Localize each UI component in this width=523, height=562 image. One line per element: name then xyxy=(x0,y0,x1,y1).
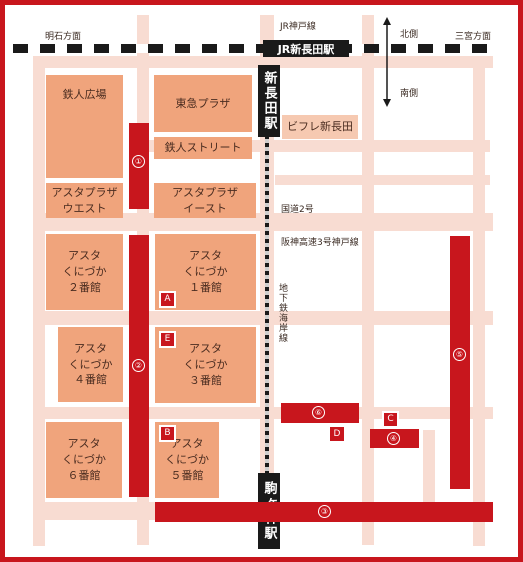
toyo-plaza: 東急プラザ xyxy=(154,75,252,132)
marker-a[interactable]: A xyxy=(159,291,176,308)
direction-sannomiya: 三宮方面 xyxy=(455,32,492,42)
direction-akashi: 明石方面 xyxy=(45,32,82,42)
subway-kaigan-line-label: 地下鉄海岸線 xyxy=(277,283,287,343)
direction-south: 南側 xyxy=(400,89,419,99)
parking-5-number: ⑤ xyxy=(453,348,466,361)
road-col-1 xyxy=(33,56,45,546)
tetsujin-hiroba: 鉄人広場 xyxy=(46,75,123,178)
marker-d[interactable]: D xyxy=(330,427,344,441)
subway-rail-line xyxy=(265,135,269,495)
parking-3-number: ③ xyxy=(318,505,331,518)
asta-kunizuka-4: アスタ くにづか ４番館 xyxy=(58,327,123,402)
asta-kunizuka-6: アスタ くにづか ６番館 xyxy=(46,422,122,498)
jr-kobe-line-label: JR神戸線 xyxy=(280,22,316,32)
asta-kunizuka-2: アスタ くにづか ２番館 xyxy=(46,234,123,310)
road-row-2 xyxy=(275,175,490,185)
road-col-4 xyxy=(362,15,374,545)
asta-plaza-east: アスタプラザ イースト xyxy=(154,183,256,218)
north-south-arrow-icon xyxy=(383,17,391,107)
marker-b[interactable]: B xyxy=(159,425,176,442)
bifure-shin-nagata: ビフレ新長田 xyxy=(282,115,358,139)
road-col-5 xyxy=(473,56,485,546)
parking-2-number: ② xyxy=(132,359,145,372)
jr-shin-nagata-station[interactable]: JR新長田駅 xyxy=(263,40,349,57)
parking-5[interactable] xyxy=(450,236,470,489)
direction-north: 北側 xyxy=(400,30,419,40)
parking-4-number: ④ xyxy=(387,432,400,445)
route2-label: 国道2号 xyxy=(281,205,314,215)
jr-rail-line xyxy=(13,44,495,53)
tetsujin-street: 鉄人ストリート xyxy=(154,137,252,159)
parking-1-number: ① xyxy=(132,155,145,168)
marker-e[interactable]: E xyxy=(159,331,176,348)
asta-plaza-west: アスタプラザ ウエスト xyxy=(46,183,123,218)
shin-nagata-station[interactable]: 新長田駅 xyxy=(258,65,280,137)
road-mini xyxy=(423,430,435,505)
marker-c[interactable]: C xyxy=(382,411,399,428)
parking-6-number: ⑥ xyxy=(312,406,325,419)
hanshin-expressway-label: 阪神高速3号神戸線 xyxy=(281,238,359,248)
